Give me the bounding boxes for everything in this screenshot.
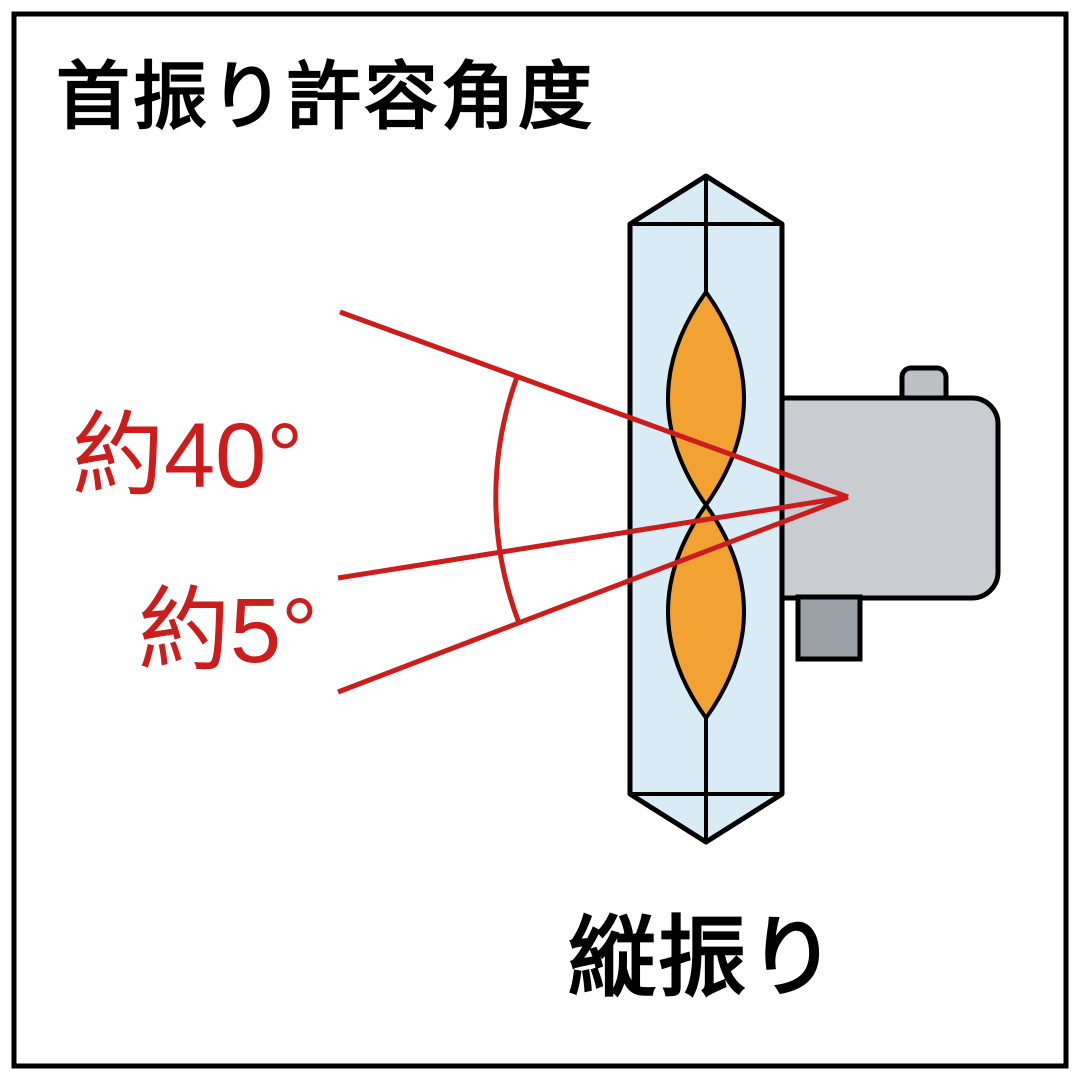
swing-line-middle <box>337 494 849 581</box>
ratchet-head <box>753 395 1001 601</box>
angle-40-label: 約40° <box>72 405 303 507</box>
diagram-title: 首振り許容角度 <box>56 55 595 138</box>
swing-line-lower <box>337 494 849 695</box>
swing-line-upper <box>339 309 849 500</box>
angle-5-label: 約5° <box>138 580 318 682</box>
bottom-label: 縦振り <box>568 908 838 1007</box>
square-drive-peg <box>795 594 863 662</box>
angle-arc <box>493 376 522 624</box>
